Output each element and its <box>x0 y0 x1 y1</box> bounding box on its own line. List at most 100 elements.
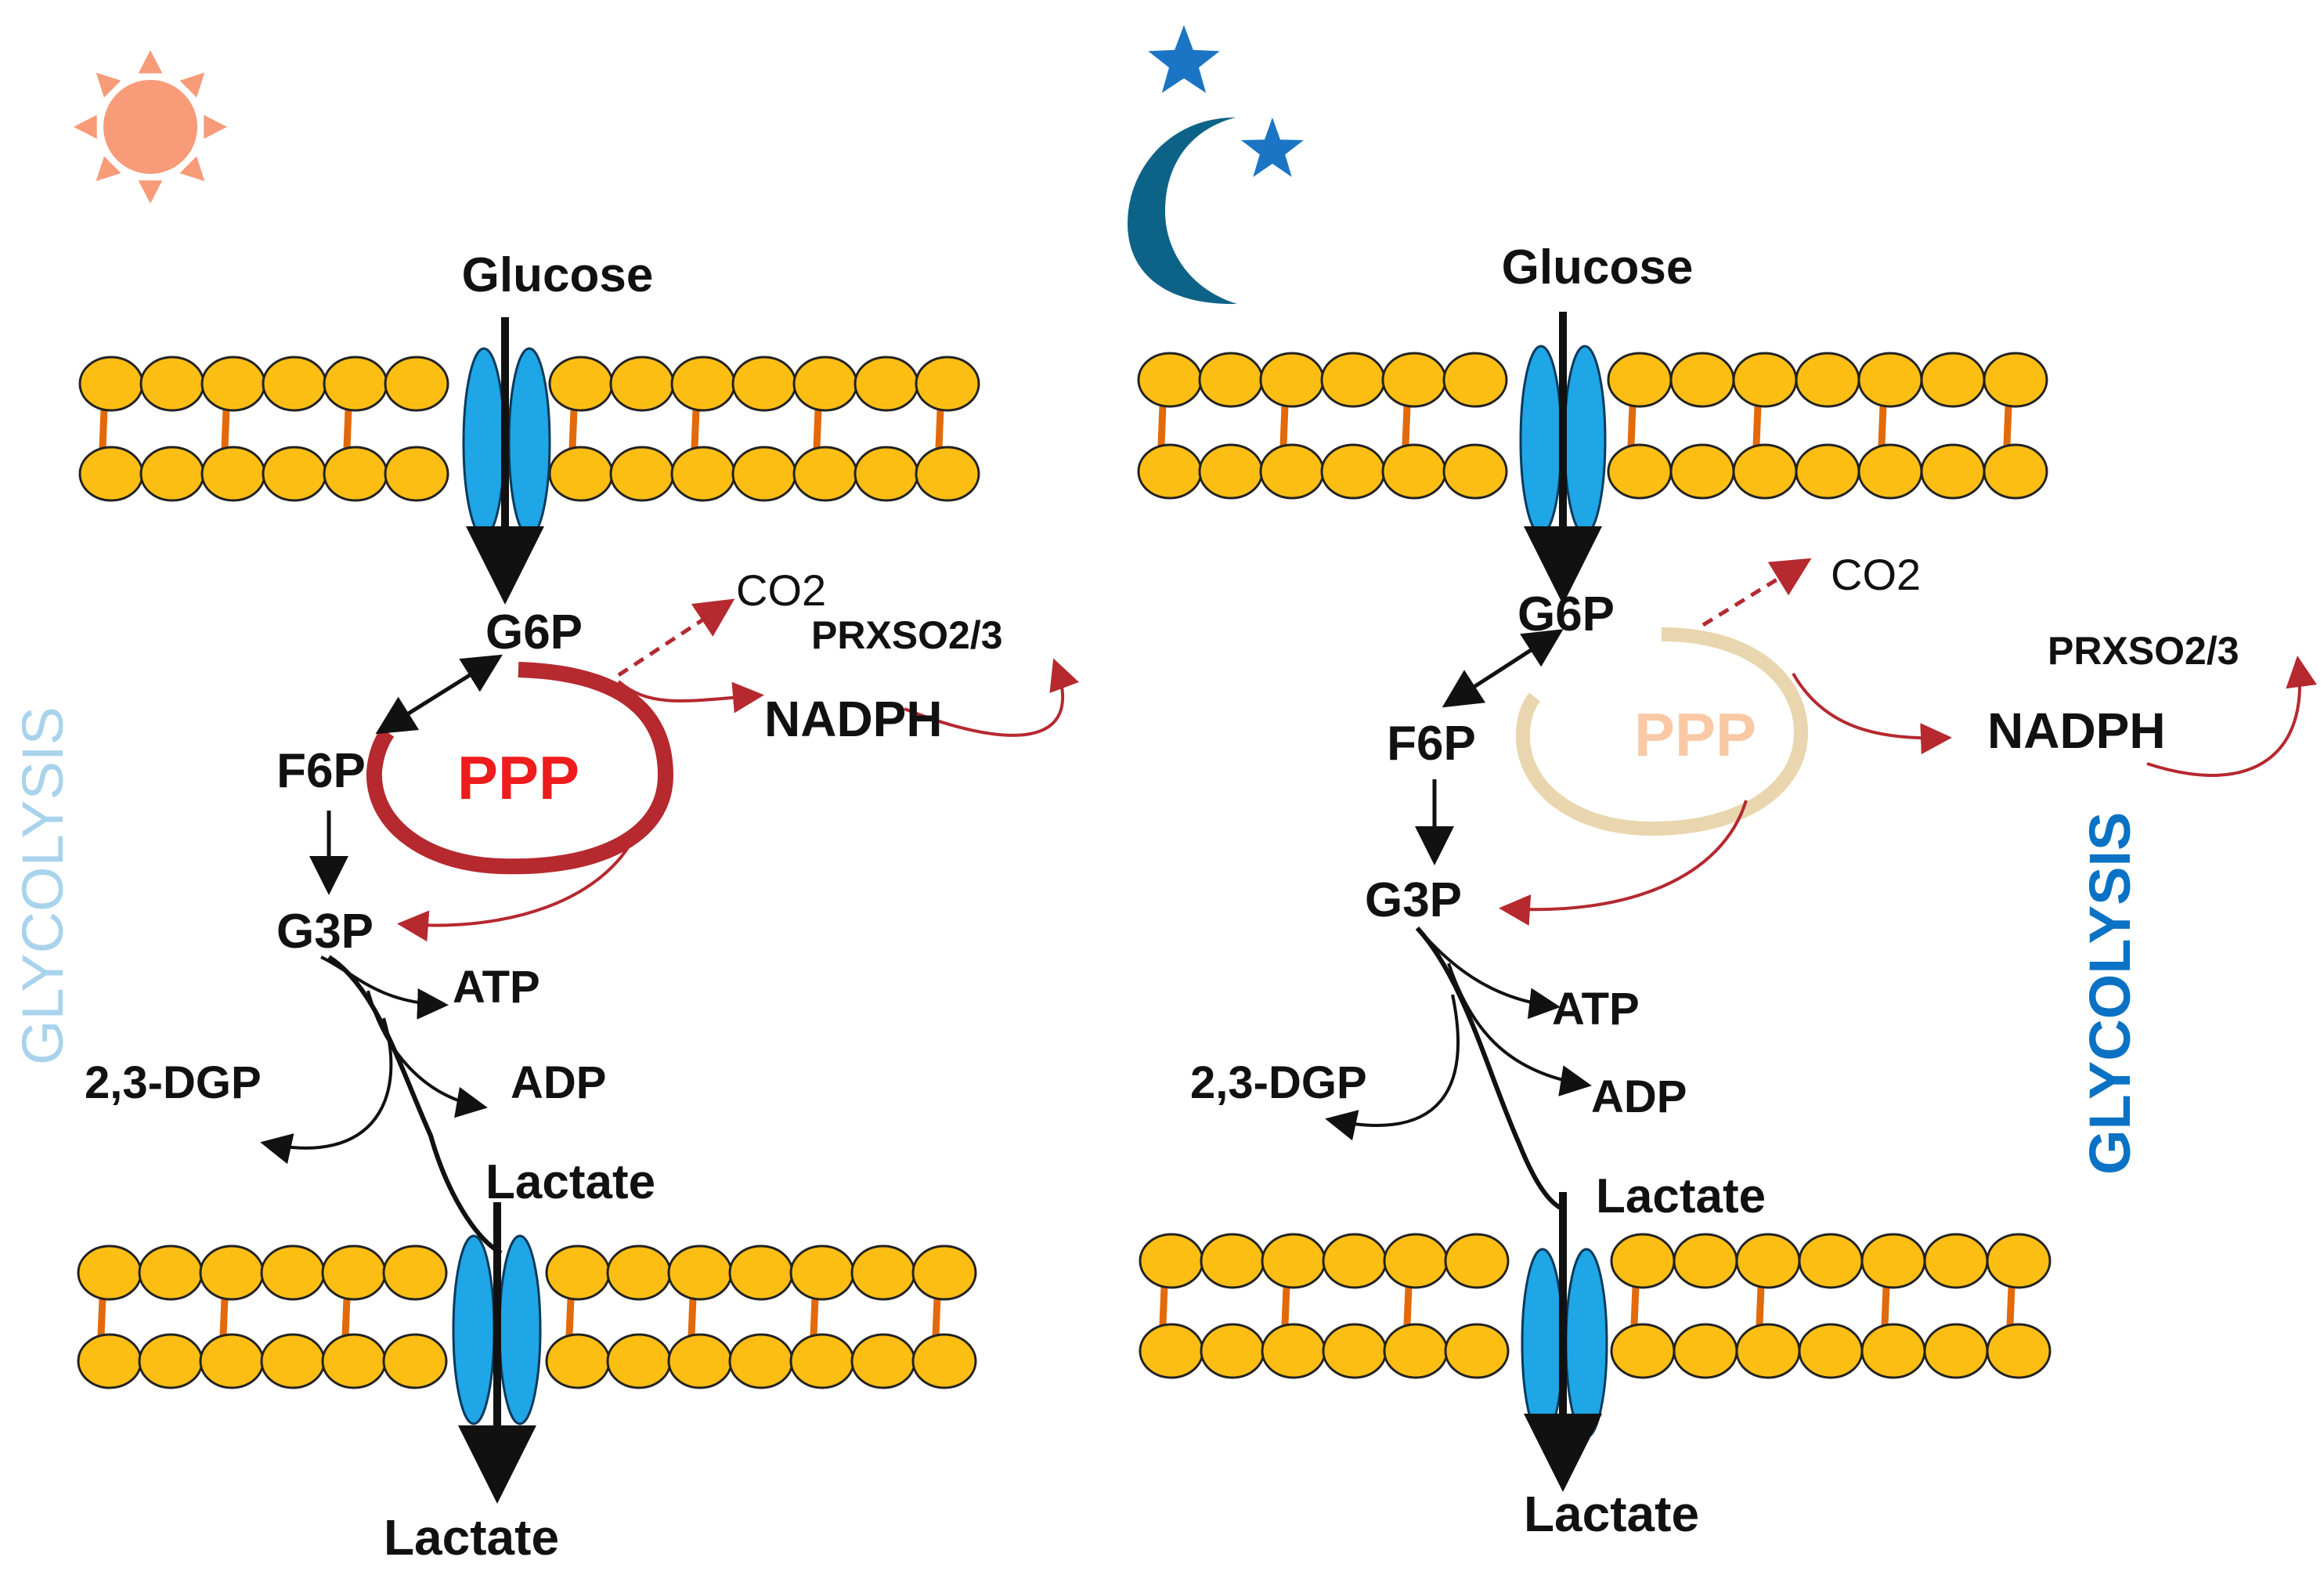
glycolysis-label-day: GLYCOLYSIS <box>10 706 75 1065</box>
ppp-label-day: PPP <box>457 743 579 812</box>
lipid-head <box>1920 443 1986 500</box>
star-icon <box>1148 25 1220 93</box>
sun-icon <box>74 50 227 204</box>
lipid-head <box>1669 443 1735 500</box>
prx-arrow-night <box>2146 656 2317 777</box>
lipid-head <box>545 1333 611 1389</box>
lipid-head <box>139 446 205 502</box>
lipid-head <box>911 1244 977 1301</box>
lipid-head <box>1610 1233 1676 1289</box>
dgp-label-day: 2,3-DGP <box>85 1057 262 1108</box>
cell-membrane-top-night <box>1137 352 2048 500</box>
nadph-arrow-night <box>1792 673 1952 755</box>
lipid-head <box>548 446 614 502</box>
lipid-head <box>1322 1233 1388 1289</box>
lipid-head <box>1320 443 1386 500</box>
lipid-head <box>1986 1323 2052 1379</box>
lipid-head <box>321 1244 387 1301</box>
lipid-head <box>1139 1323 1204 1379</box>
lipid-head <box>1198 443 1264 500</box>
lipid-head <box>1610 1323 1676 1379</box>
f6p-label-day: F6P <box>276 744 366 798</box>
lipid-head <box>1923 1233 1989 1289</box>
g3p-label-night: G3P <box>1365 873 1462 927</box>
lipid-head <box>1920 352 1986 408</box>
lipid-head <box>77 1333 143 1389</box>
lipid-head <box>1383 1233 1449 1289</box>
lipid-head <box>789 1333 855 1389</box>
lipid-head <box>1381 352 1447 408</box>
lipid-head <box>1795 443 1860 500</box>
lipid-head <box>321 1333 387 1389</box>
lipid-head <box>915 356 980 412</box>
lipid-head <box>850 1244 916 1301</box>
lipid-head <box>1735 1233 1801 1289</box>
glycolysis-label-night: GLYCOLYSIS <box>2077 812 2142 1175</box>
lipid-head <box>1857 443 1923 500</box>
lipid-head <box>850 1333 916 1389</box>
lipid-head <box>1607 443 1673 500</box>
lipid-head <box>1732 443 1798 500</box>
lipid-head <box>545 1244 611 1301</box>
lipid-head <box>1320 352 1386 408</box>
lipid-head <box>667 1244 733 1301</box>
sun-ray <box>74 114 97 139</box>
sun-ray <box>179 72 205 98</box>
lipid-head <box>1322 1323 1388 1379</box>
atp-label-day: ATP <box>453 962 540 1013</box>
lipid-head <box>667 1333 733 1389</box>
lipid-head <box>609 446 675 502</box>
lipid-head <box>382 1333 448 1389</box>
co2-label-night: CO2 <box>1831 550 1921 599</box>
lipid-head <box>260 1244 326 1301</box>
sun-ray <box>204 114 227 139</box>
lipid-head <box>77 1244 143 1301</box>
lipid-head <box>1607 352 1673 408</box>
glucose-label-day: Glucose <box>462 248 654 302</box>
lipid-head <box>1923 1323 1989 1379</box>
co2-arrow-day <box>617 598 735 677</box>
lipid-head <box>911 1333 977 1389</box>
lipid-head <box>606 1333 672 1389</box>
g6p-f6p-arrow-night <box>1442 629 1564 708</box>
sun-ray <box>179 156 205 182</box>
prx-label-night: PRXSO2/3 <box>2048 629 2239 673</box>
nadph-label-night: NADPH <box>1987 703 2166 759</box>
lipid-head <box>1983 443 2048 500</box>
lipid-head <box>1798 1233 1864 1289</box>
lactate-transporter-night <box>1521 1248 1608 1439</box>
lipid-head <box>78 356 144 412</box>
f6p-label-night: F6P <box>1387 717 1476 771</box>
g3p-dgp-arrow-night <box>1325 994 1460 1141</box>
glucose-label-night: Glucose <box>1502 240 1694 294</box>
co2-label-day: CO2 <box>736 565 826 615</box>
lipid-head <box>1857 352 1923 408</box>
lipid-head <box>853 446 919 502</box>
lipid-head <box>792 446 858 502</box>
g6p-f6p-arrow-day <box>375 654 503 735</box>
lipid-head <box>1795 352 1860 408</box>
lactate-out-label-day: Lactate <box>384 1509 559 1566</box>
lipid-head <box>1383 1323 1449 1379</box>
g3p-atp-arrow-day <box>320 955 449 1020</box>
g3p-label-day: G3P <box>276 905 374 959</box>
lipid-head <box>1860 1233 1926 1289</box>
lipid-head <box>609 356 675 412</box>
lipid-head <box>915 446 980 502</box>
lipid-head <box>1735 1323 1801 1379</box>
adp-label-day: ADP <box>511 1057 606 1108</box>
lipid-head <box>384 356 449 412</box>
ppp-cycle-day <box>366 662 674 875</box>
atp-label-night: ATP <box>1552 984 1640 1035</box>
lipid-head <box>1259 443 1325 500</box>
adp-label-night: ADP <box>1591 1071 1687 1122</box>
prx-arrow-day <box>904 658 1079 737</box>
lactate-out-label-night: Lactate <box>1524 1486 1699 1542</box>
lipid-head <box>1261 1323 1326 1379</box>
lipid-head <box>1669 352 1735 408</box>
lipid-head <box>792 356 858 412</box>
day-panel: GLYCOLYSIS PPP <box>10 50 1079 1566</box>
moon-and-stars-icon <box>1128 25 1304 305</box>
lipid-head <box>1198 352 1264 408</box>
lipid-head <box>384 446 449 502</box>
